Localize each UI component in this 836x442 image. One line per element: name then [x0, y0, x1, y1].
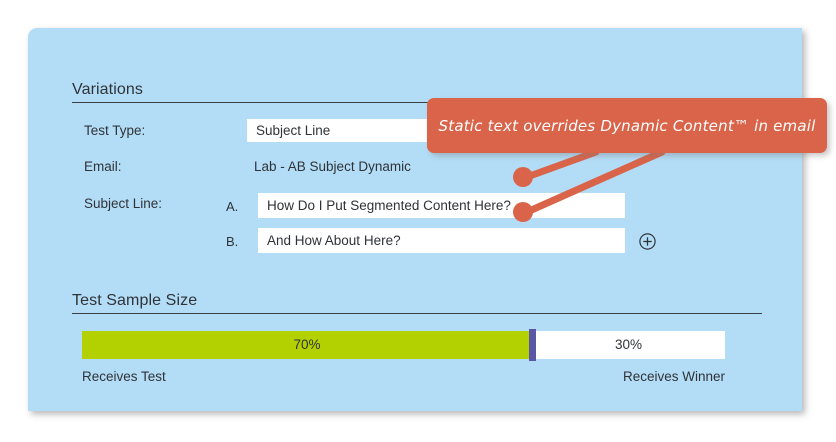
annotation-callout-text: Static text overrides Dynamic Content™ i… — [438, 116, 816, 135]
variant-b-marker: B. — [226, 234, 239, 249]
test-type-label: Test Type: — [84, 123, 146, 138]
variant-a-input[interactable] — [258, 193, 625, 218]
receives-test-caption: Receives Test — [82, 369, 166, 384]
variations-section-header: Variations — [72, 80, 762, 103]
test-sample-size-heading: Test Sample Size — [72, 292, 198, 309]
variations-panel: Variations Test Type: Email: Lab - AB Su… — [28, 28, 802, 411]
email-value: Lab - AB Subject Dynamic — [254, 159, 411, 174]
plus-circle-icon[interactable] — [639, 233, 656, 250]
sample-size-slider-handle[interactable] — [529, 329, 536, 361]
sample-size-slider[interactable]: 70% 30% — [82, 329, 725, 361]
variant-b-input[interactable] — [258, 228, 625, 253]
variant-a-marker: A. — [226, 199, 239, 214]
sample-size-fill — [82, 331, 532, 359]
annotation-callout: Static text overrides Dynamic Content™ i… — [427, 98, 827, 153]
variations-heading: Variations — [72, 81, 143, 98]
test-sample-size-section-header: Test Sample Size — [72, 291, 762, 314]
email-label: Email: — [84, 159, 122, 174]
subject-line-label: Subject Line: — [84, 196, 163, 211]
receives-winner-caption: Receives Winner — [622, 369, 725, 384]
sample-size-test-percent: 70% — [293, 337, 321, 352]
sample-size-winner-percent: 30% — [614, 337, 643, 352]
